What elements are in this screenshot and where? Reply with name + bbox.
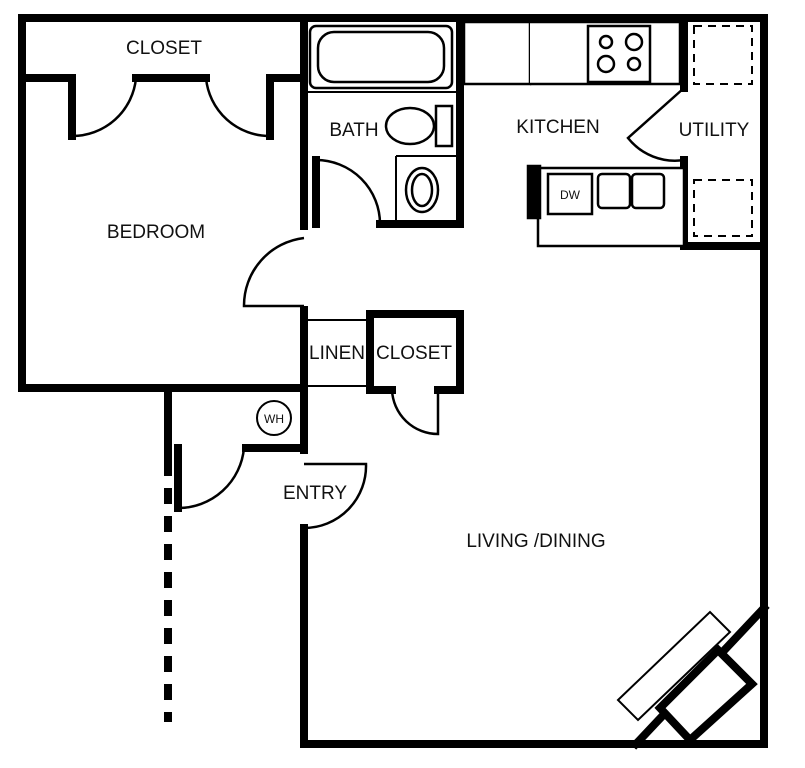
utility-fixtures (693, 25, 753, 237)
burner-4 (626, 56, 642, 72)
burner-1 (598, 34, 614, 50)
bay-fixture (616, 610, 758, 746)
burner-3 (596, 54, 616, 74)
bay-box (654, 644, 758, 746)
sink-inner (410, 172, 434, 208)
dishwasher (546, 172, 594, 216)
kitchen-fixtures (462, 20, 686, 248)
closet-door-swing-right (204, 77, 271, 138)
fridge (462, 20, 532, 86)
range (586, 24, 652, 84)
walls (18, 14, 770, 750)
hall-closet-door-swing (390, 389, 440, 436)
utility-door-swing (626, 87, 685, 162)
thin-lines (304, 91, 460, 387)
label-entry: ENTRY (283, 483, 347, 504)
bathtub-inner (316, 30, 446, 84)
doors (71, 77, 685, 530)
label-bedroom: BEDROOM (107, 222, 205, 243)
bay-ledge (616, 610, 732, 722)
toilet-tank (434, 104, 454, 148)
label-kitchen: KITCHEN (516, 117, 599, 138)
sink-basin-left (596, 172, 632, 210)
label-bath: BATH (329, 120, 378, 141)
water-heater-icon (256, 400, 292, 436)
bath-door-swing (315, 158, 382, 225)
washer (693, 25, 753, 85)
label-dishwasher: DW (560, 188, 581, 202)
dryer (693, 179, 753, 237)
label-utility: UTILITY (679, 120, 750, 141)
closet-door-swing-left (71, 77, 138, 138)
label-closet-hall: CLOSET (376, 343, 452, 364)
toilet-bowl (384, 106, 436, 146)
label-living-dining: LIVING /DINING (466, 531, 605, 552)
bath-fixtures (308, 24, 454, 214)
sink-basin-right (630, 172, 666, 210)
entry-door-swing (177, 447, 246, 510)
label-closet-bedroom: CLOSET (126, 38, 202, 59)
label-linen: LINEN (309, 343, 365, 364)
island-end (526, 164, 542, 220)
burner-2 (624, 32, 644, 52)
bedroom-door-swing (242, 236, 305, 308)
living-door-swing (303, 462, 368, 530)
label-water-heater: WH (264, 412, 284, 426)
